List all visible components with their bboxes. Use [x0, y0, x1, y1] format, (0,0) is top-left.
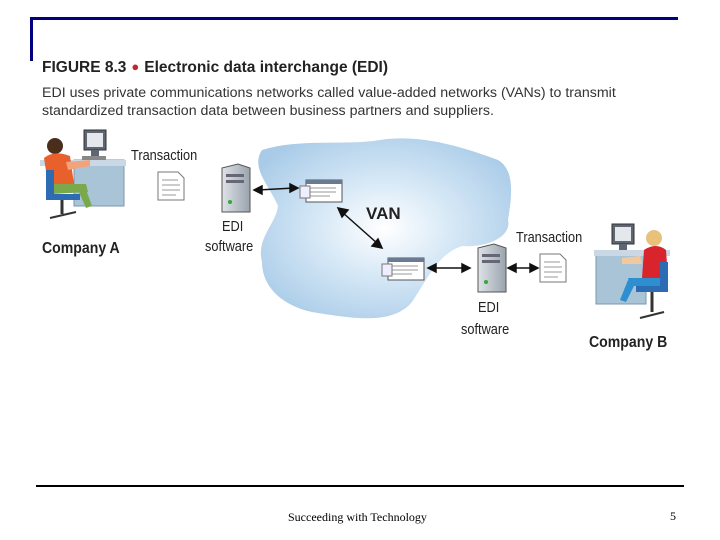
- page-number: 5: [670, 509, 676, 523]
- edi-software-b-line2: software: [461, 322, 510, 338]
- van-cloud: [258, 138, 512, 319]
- figure-title: FIGURE 8.3 ● Electronic data interchange (…: [42, 59, 388, 77]
- transaction-label-a: Transaction: [131, 148, 198, 164]
- company-b-label: Company B: [589, 334, 668, 351]
- slide-frame-left: [30, 17, 33, 61]
- van-window-a: [299, 179, 343, 203]
- company-a-label: Company A: [42, 240, 120, 257]
- van-window-b: [381, 257, 425, 281]
- footer-rule: [36, 485, 684, 487]
- figure-heading: Electronic data interchange (EDI): [144, 59, 389, 76]
- edi-software-a-line1: EDI: [222, 219, 244, 235]
- figure-caption: EDI uses private communications networks…: [42, 85, 616, 119]
- arrow-server-a-to-van: [252, 182, 300, 196]
- edi-server-a: [221, 163, 251, 213]
- arrow-van-to-server-b: [426, 262, 472, 274]
- figure-number: FIGURE 8.3: [42, 59, 127, 76]
- edi-server-b: [477, 243, 507, 293]
- edi-software-b-line1: EDI: [478, 300, 500, 316]
- transaction-document-a: [157, 171, 185, 201]
- arrow-van-diagonal: [336, 206, 384, 250]
- arrow-server-b-to-transaction: [506, 262, 540, 274]
- company-b-workstation: [594, 223, 670, 319]
- van-label: VAN: [366, 204, 401, 223]
- edi-software-a-line2: software: [205, 239, 254, 255]
- transaction-label-b: Transaction: [516, 230, 583, 246]
- footer-text: Succeeding with Technology: [288, 510, 427, 524]
- slide-frame-top: [30, 17, 678, 20]
- transaction-document-b: [539, 253, 567, 283]
- bullet-icon: ●: [131, 59, 140, 74]
- company-a-workstation: [40, 129, 126, 219]
